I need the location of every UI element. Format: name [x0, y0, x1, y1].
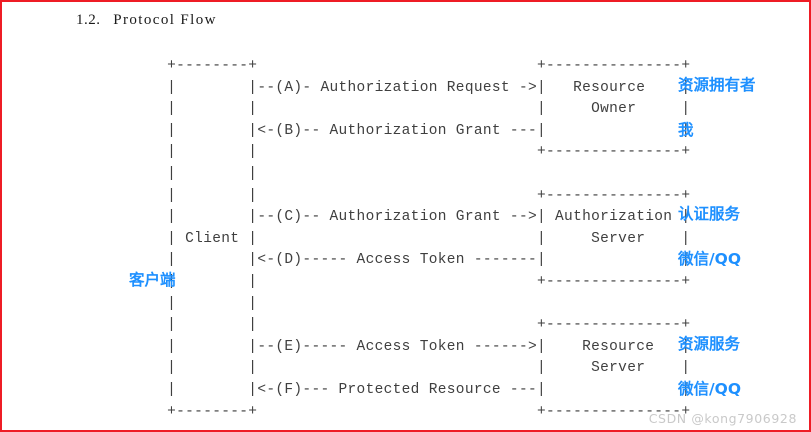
annotation-resource-owner-example: 我 [678, 121, 694, 139]
annotation-authorization-server-role: 认证服务 [678, 205, 741, 223]
page-title: 1.2. Protocol Flow [76, 12, 217, 29]
annotation-authorization-server-example: 微信/QQ [678, 250, 742, 268]
annotation-resource-server-example: 微信/QQ [678, 380, 742, 398]
annotation-resource-server-role: 资源服务 [678, 335, 741, 353]
annotation-client-role: 客户端 [129, 271, 176, 289]
watermark: CSDN @kong7906928 [648, 411, 797, 426]
section-number: 1.2. [76, 12, 101, 28]
section-title: Protocol Flow [113, 12, 217, 28]
annotation-resource-owner-role: 资源拥有者 [678, 76, 756, 94]
protocol-flow-ascii-diagram: +--------+ +---------------+ | |--(A)- A… [167, 58, 691, 420]
